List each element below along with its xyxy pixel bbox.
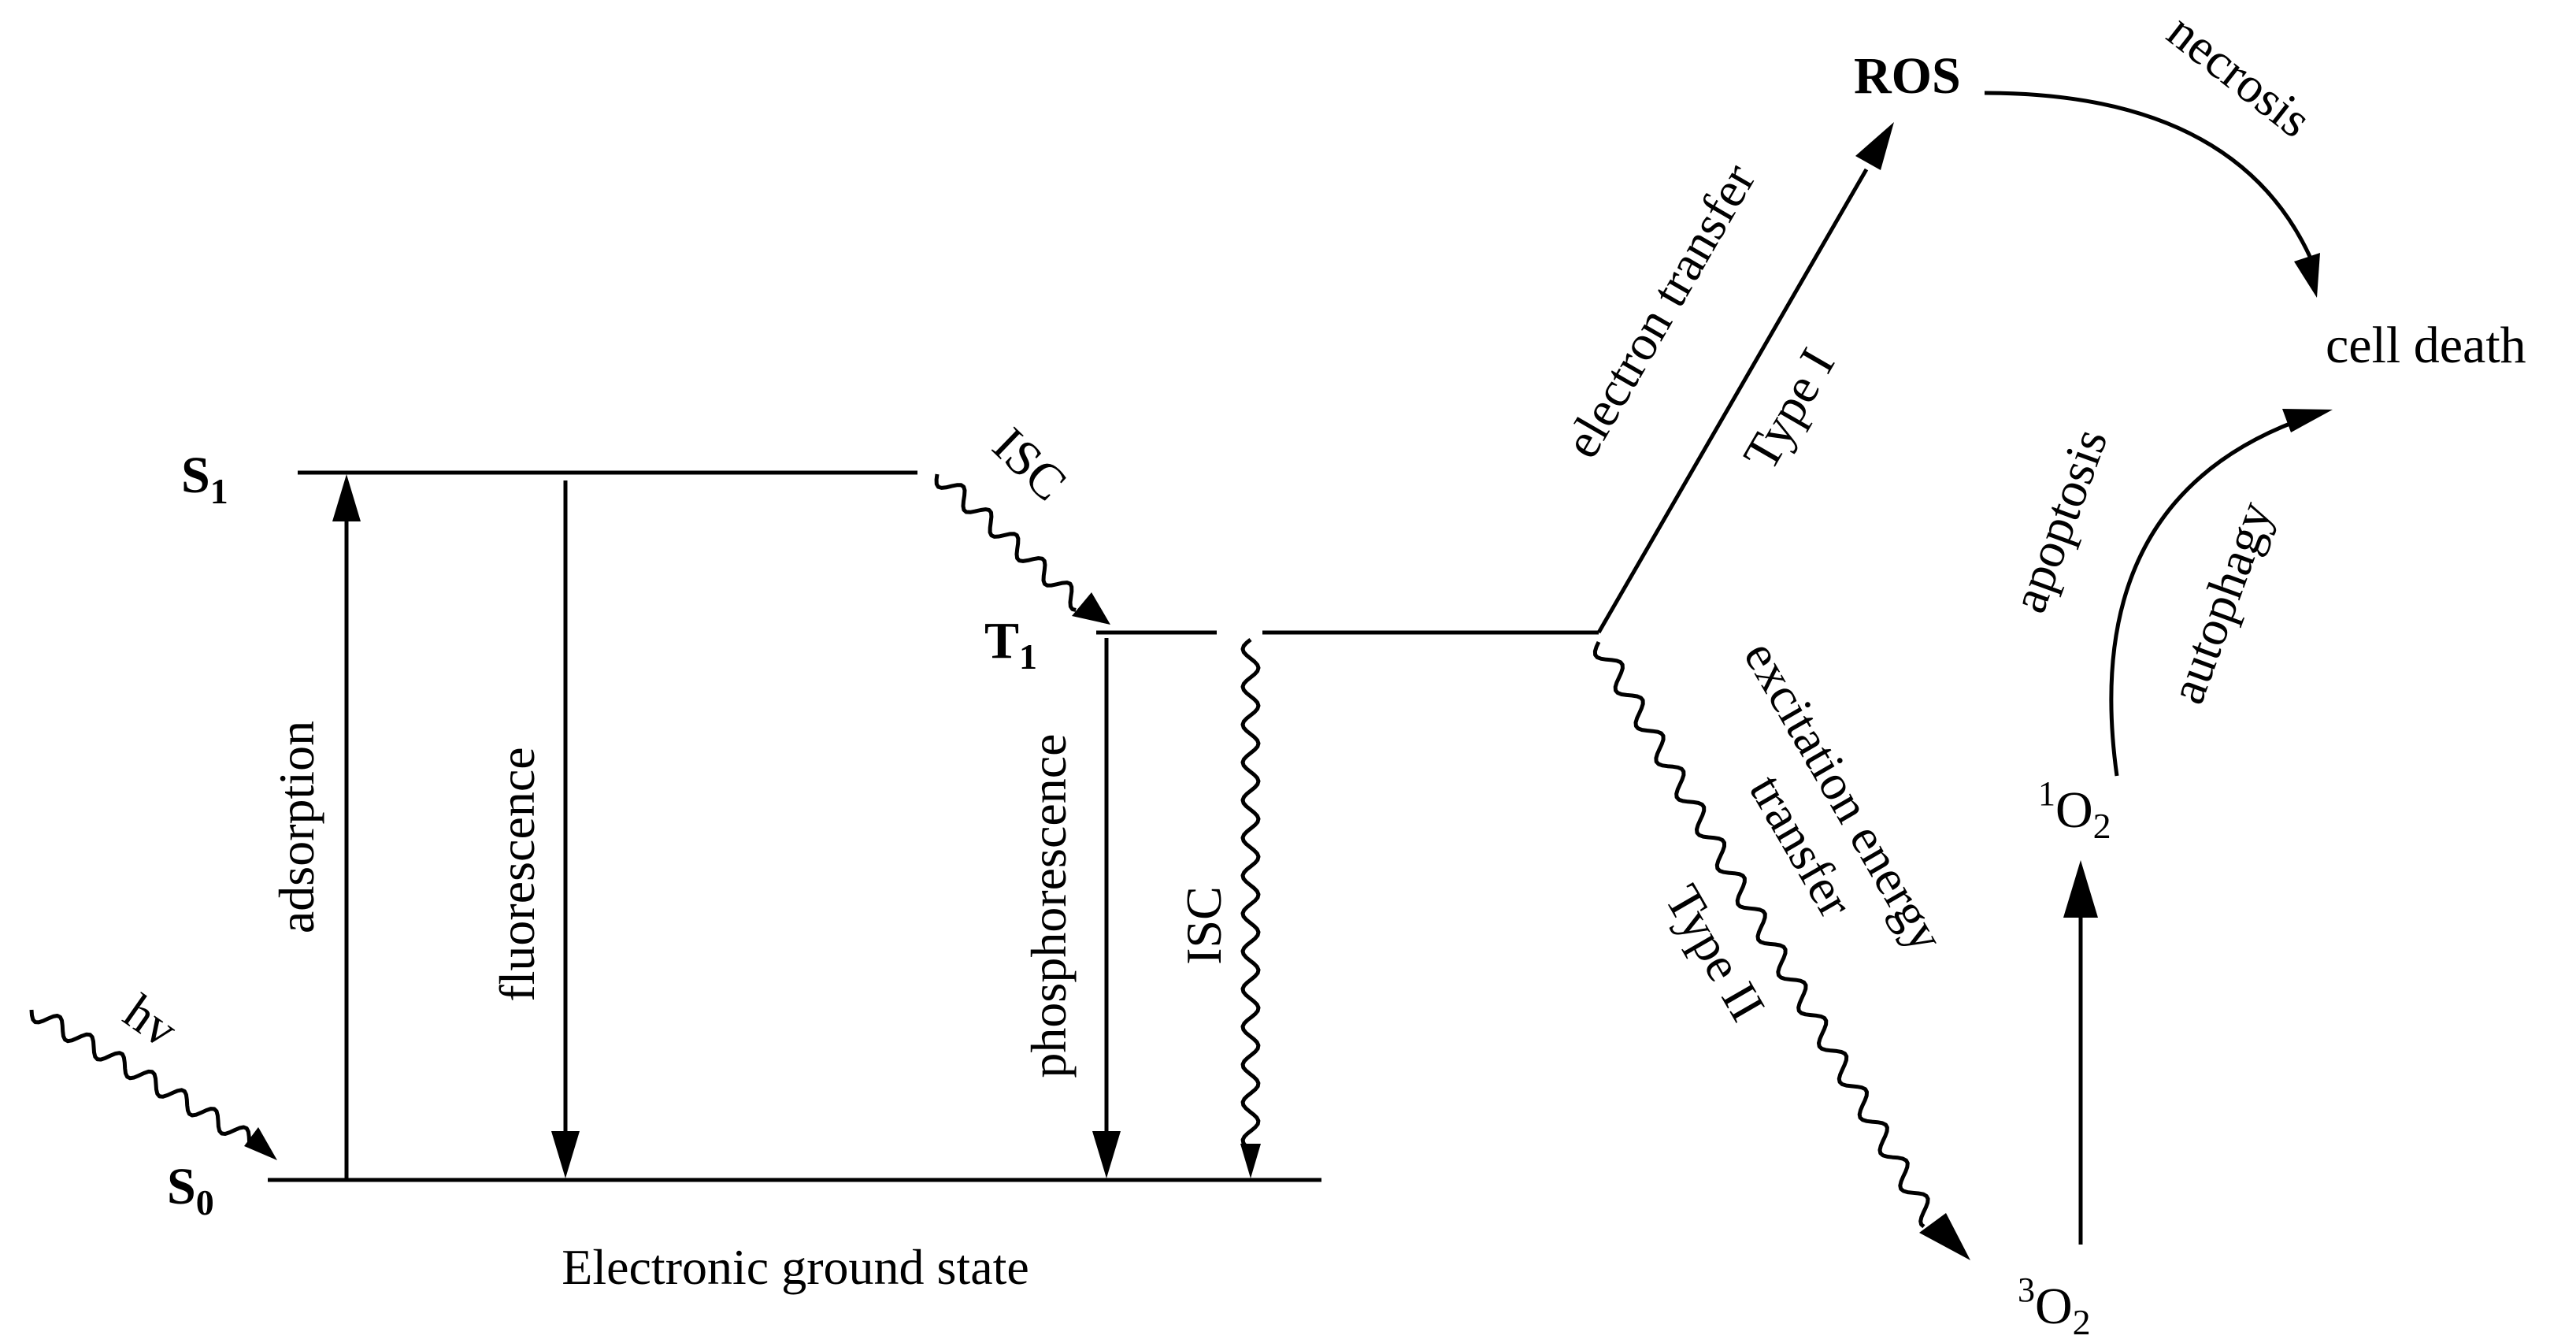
apoptosis-autophagy-arrowhead xyxy=(2282,409,2333,432)
hv-arrowhead xyxy=(244,1127,277,1160)
adsorption-arrowhead xyxy=(332,474,361,521)
hv-photon-wave xyxy=(29,1009,252,1143)
electron-transfer-arrow-shaft xyxy=(1596,168,1869,634)
excitation-energy-transfer-arrowhead xyxy=(1919,1213,1970,1260)
necrosis-arrow-curve xyxy=(1984,91,2314,262)
isc-s1-t1-arrowhead xyxy=(1072,592,1110,625)
adsorption-label: adsorption xyxy=(269,721,324,933)
type2-label: Type II xyxy=(1655,876,1776,1030)
ros-label: ROS xyxy=(1854,47,1961,105)
triplet-oxygen-label: 3O2 xyxy=(2018,1271,2091,1342)
fluorescence-label: fluorescence xyxy=(489,747,545,1001)
singlet-oxygen-label: 1O2 xyxy=(2038,774,2111,846)
isc-top-label: ISC xyxy=(982,417,1077,511)
type1-label: Type I xyxy=(1733,339,1846,479)
fluorescence-arrowhead xyxy=(551,1131,580,1178)
isc-vertical-label: ISC xyxy=(1176,886,1232,965)
ground-state-label: Electronic ground state xyxy=(562,1239,1029,1295)
phosphorescence-label: phosphorescence xyxy=(1021,733,1077,1078)
electron-transfer-arrowhead xyxy=(1855,122,1894,170)
necrosis-label: necrosis xyxy=(2157,2,2322,148)
isc-t1-s0-arrowhead xyxy=(1240,1144,1261,1178)
isc-s1-t1-wave xyxy=(934,473,1077,612)
hv-label: hv xyxy=(114,983,187,1058)
oxygen-activation-arrowhead xyxy=(2063,860,2098,918)
excitation-energy-transfer-wave xyxy=(1592,640,1930,1229)
cell-death-label: cell death xyxy=(2326,317,2526,374)
t1-label: T1 xyxy=(984,612,1037,677)
phosphorescence-arrowhead xyxy=(1092,1131,1121,1178)
electron-transfer-label: electron transfer xyxy=(1553,154,1766,467)
s1-label: S1 xyxy=(181,447,228,511)
apoptosis-label: apoptosis xyxy=(2000,421,2118,619)
necrosis-arrowhead xyxy=(2294,253,2320,298)
autophagy-label: autophagy xyxy=(2159,494,2283,710)
apoptosis-autophagy-arrow-curve xyxy=(2109,419,2296,777)
s0-label: S0 xyxy=(167,1158,214,1222)
isc-t1-s0-wave xyxy=(1240,638,1261,1148)
